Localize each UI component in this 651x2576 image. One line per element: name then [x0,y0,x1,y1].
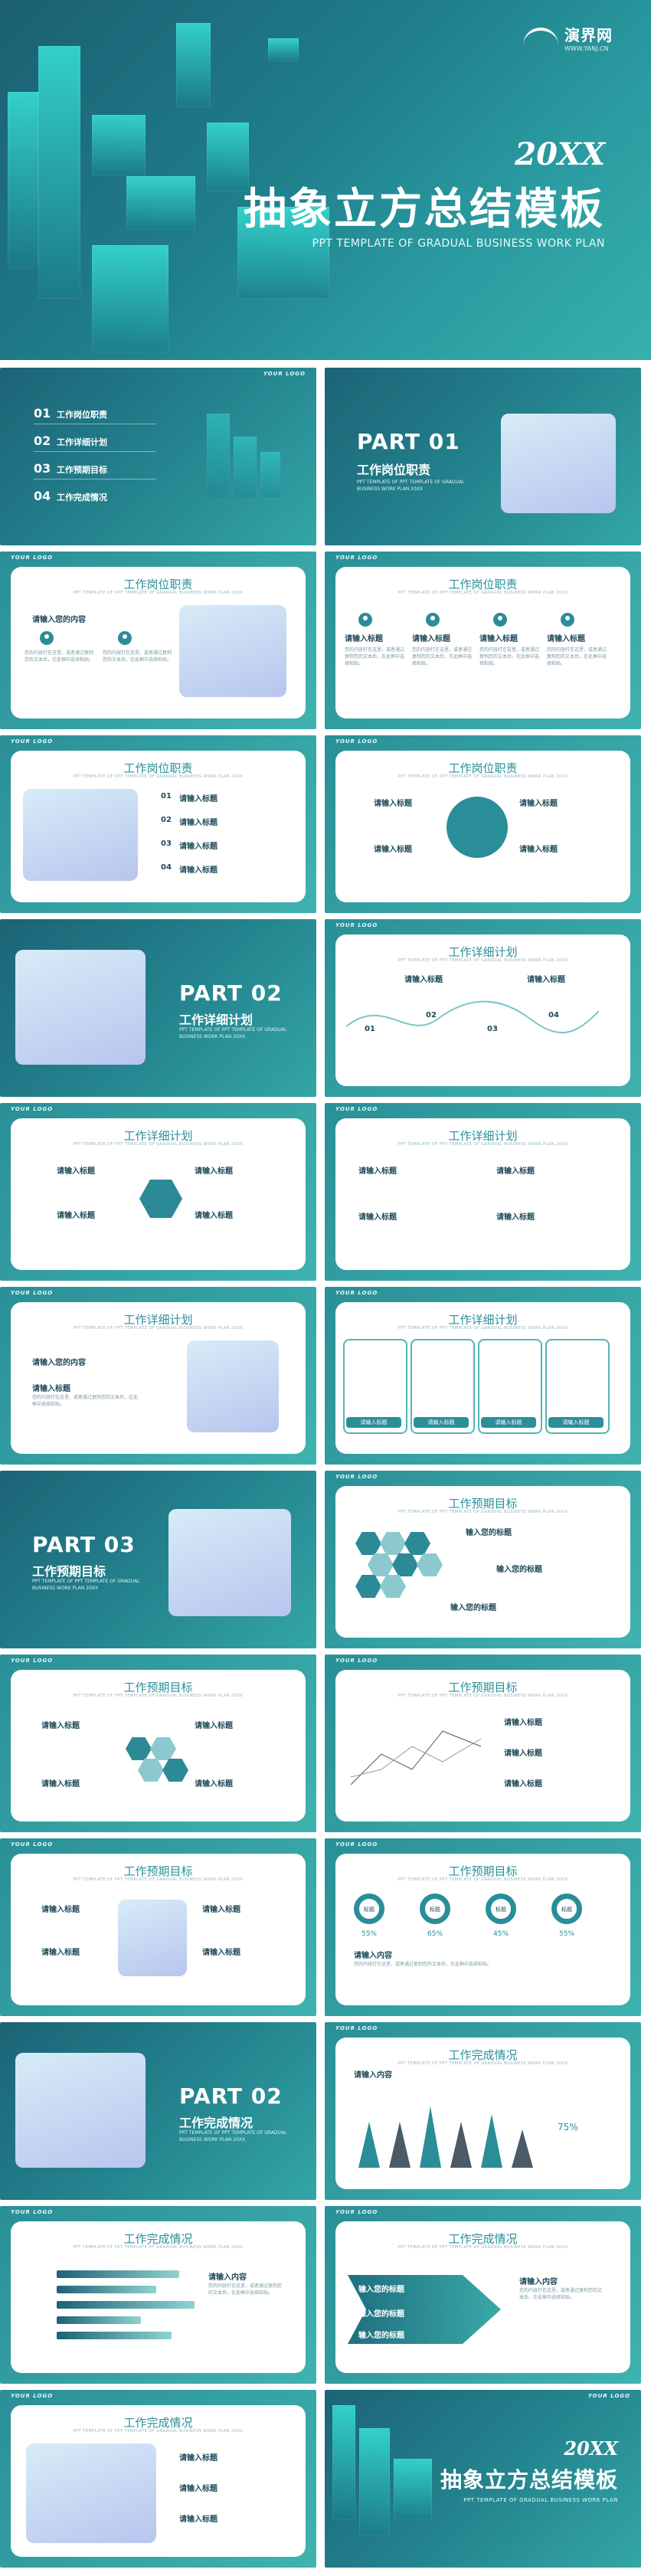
agenda-label: 工作岗位职责 [57,410,107,420]
agenda-label: 工作详细计划 [57,437,107,447]
part02-slide: PART 02 工作详细计划 PPT TEMPLATE OF PPT TEMPL… [0,919,316,1097]
part-desc: PPT TEMPLATE OF PPT TEMPLATE OF GRADUAL … [357,480,465,492]
brand-url: WWW.YANJ.CN [564,45,609,52]
enter-title-button: 请输入标题 [481,1417,536,1428]
plan-slide-3: YOUR LOGO 工作详细计划 PPT TEMPLATE OF PPT TEM… [325,1103,641,1281]
goal-slide-4: YOUR LOGO 工作预期目标 PPT TEMPLATE OF PPT TEM… [0,1838,316,2016]
part04-slide: PART 02 工作完成情况 PPT TEMPLATE OF PPT TEMPL… [0,2022,316,2200]
part-title: 工作岗位职责 [357,463,431,477]
closing-slide: YOUR LOGO 20XX 抽象立方总结模板 PPT TEMPLATE OF … [325,2390,641,2568]
your-logo: YOUR LOGO [11,555,54,561]
cover-subtitle: PPT TEMPLATE OF GRADUAL BUSINESS WORK PL… [312,237,605,250]
agenda-num: 01 [34,406,51,421]
slide-title: 工作岗位职责 [123,578,193,591]
duty-slide-4: YOUR LOGO 工作岗位职责 PPT TEMPLATE OF PPT TEM… [325,735,641,913]
your-logo: YOUR LOGO [335,555,378,561]
enter-title-button: 请输入标题 [414,1417,469,1428]
agenda-label: 工作预期目标 [57,465,107,475]
brand-logo: 演界网 WWW.YANJ.CN [523,23,613,52]
cover-year: 20XX [515,136,605,172]
isometric-illustration [179,605,286,697]
goal-slide-5: YOUR LOGO 工作预期目标 PPT TEMPLATE OF PPT TEM… [325,1838,641,2016]
enter-title-button: 请输入标题 [548,1417,604,1428]
agenda-num: 03 [34,461,51,476]
plan-slide-1: YOUR LOGO 工作详细计划 PPT TEMPLATE OF PPT TEM… [325,919,641,1097]
enter-title-button: 请输入标题 [346,1417,401,1428]
done-slide-1: YOUR LOGO 工作完成情况 PPT TEMPLATE OF PPT TEM… [325,2022,641,2200]
logo-mark-icon [523,28,558,47]
plan-slide-2: YOUR LOGO 工作详细计划 PPT TEMPLATE OF PPT TEM… [0,1103,316,1281]
part-number: PART 01 [357,429,460,454]
duty-slide-2: YOUR LOGO 工作岗位职责 PPT TEMPLATE OF PPT TEM… [325,552,641,729]
part01-slide: PART 01 工作岗位职责 PPT TEMPLATE OF PPT TEMPL… [325,368,641,545]
goal-slide-1: YOUR LOGO 工作预期目标 PPT TEMPLATE OF PPT TEM… [325,1471,641,1648]
done-slide-2: YOUR LOGO 工作完成情况 PPT TEMPLATE OF PPT TEM… [0,2206,316,2384]
goal-slide-2: YOUR LOGO 工作预期目标 PPT TEMPLATE OF PPT TEM… [0,1655,316,1832]
agenda-num: 02 [34,434,51,448]
agenda-label: 工作完成情况 [57,493,107,502]
duty-slide-3: YOUR LOGO 工作岗位职责 PPT TEMPLATE OF PPT TEM… [0,735,316,913]
part03-slide: PART 03 工作预期目标 PPT TEMPLATE OF PPT TEMPL… [0,1471,316,1648]
brand-name: 演界网 [564,26,613,44]
agenda-slide: YOUR LOGO 01 工作岗位职责 02 工作详细计划 03 工作预期目标 … [0,368,316,545]
plan-slide-4: YOUR LOGO 工作详细计划 PPT TEMPLATE OF PPT TEM… [0,1287,316,1465]
agenda-num: 04 [34,489,51,503]
cover-title: 抽象立方总结模板 [244,185,605,234]
goal-slide-3: YOUR LOGO 工作预期目标 PPT TEMPLATE OF PPT TEM… [325,1655,641,1832]
plan-slide-5: YOUR LOGO 工作详细计划 PPT TEMPLATE OF PPT TEM… [325,1287,641,1465]
laptop-illustration [501,414,616,513]
cube-illustration [8,23,329,360]
done-slide-3: YOUR LOGO 工作完成情况 PPT TEMPLATE OF PPT TEM… [325,2206,641,2384]
your-logo: YOUR LOGO [263,371,306,377]
duty-slide-1: YOUR LOGO 工作岗位职责 PPT TEMPLATE OF PPT TEM… [0,552,316,729]
cover-slide: 演界网 WWW.YANJ.CN 20XX 抽象立方总结模板 PPT TEMPLA… [0,0,651,360]
done-slide-4: YOUR LOGO 工作完成情况 PPT TEMPLATE OF PPT TEM… [0,2390,316,2568]
